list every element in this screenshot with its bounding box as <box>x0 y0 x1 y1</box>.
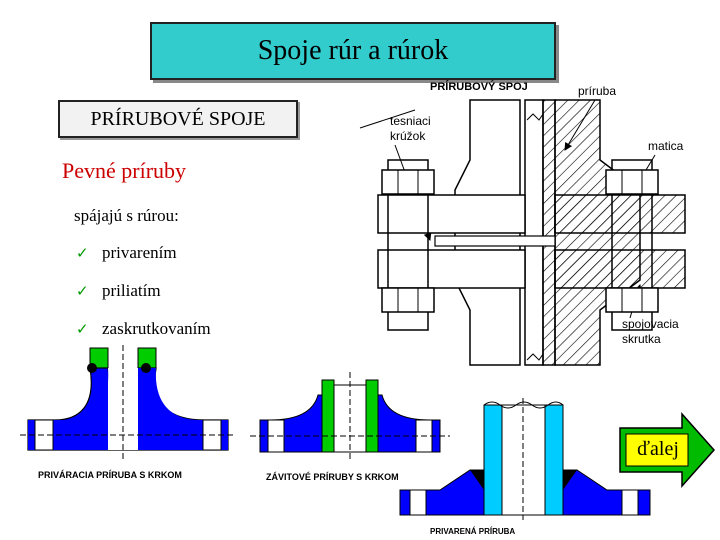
diagram-title: PRÍRUBOVÝ SPOJ <box>430 80 528 93</box>
slide-title: Spoje rúr a rúrok <box>150 22 556 80</box>
bullet-label: privarením <box>102 243 177 262</box>
checkmark-icon: ✓ <box>76 320 89 338</box>
checkmark-icon: ✓ <box>76 244 89 262</box>
caption-threaded: ZÁVITOVÉ PRÍRUBY S KRKOM <box>266 472 399 482</box>
bullet-item: ✓ privarením <box>76 234 211 272</box>
caption-weld-neck: PRIVÁRACIA PRÍRUBA S KRKOM <box>38 470 182 480</box>
bullet-list: ✓ privarením ✓ priliatím ✓ zaskrutkovaním <box>76 234 211 348</box>
bullet-item: ✓ priliatím <box>76 272 211 310</box>
weld-neck-flange-diagram: PRIVÁRACIA PRÍRUBA S KRKOM <box>20 345 234 480</box>
label-gasket-2: krúžok <box>390 129 426 143</box>
label-flange: príruba <box>578 84 616 98</box>
threaded-flange-diagram: ZÁVITOVÉ PRÍRUBY S KRKOM <box>250 372 450 482</box>
label-gasket-1: tesniaci <box>390 114 431 128</box>
welded-flange-diagram: PRIVARENÁ PRÍRUBA <box>399 398 651 536</box>
label-bolt-2: skrutka <box>622 332 661 346</box>
section-label: PRÍRUBOVÉ SPOJE <box>58 100 298 138</box>
label-nut: matica <box>648 139 684 153</box>
caption-welded: PRIVARENÁ PRÍRUBA <box>430 527 515 536</box>
bullet-label: zaskrutkovaním <box>102 319 211 338</box>
arrow-right-icon <box>619 412 716 488</box>
bullet-label: priliatím <box>102 281 161 300</box>
intro-text: spájajú s rúrou: <box>74 206 179 225</box>
checkmark-icon: ✓ <box>76 282 89 300</box>
section-heading: Pevné príruby <box>62 158 187 183</box>
bullet-item: ✓ zaskrutkovaním <box>76 310 211 348</box>
next-button-label: ďalej <box>637 438 679 460</box>
label-bolt-1: spojovacia <box>622 317 679 331</box>
flange-joint-diagram: PRÍRUBOVÝ SPOJ príruba tesniaci krúžok m… <box>359 80 686 366</box>
next-button[interactable]: ďalej <box>618 412 716 488</box>
